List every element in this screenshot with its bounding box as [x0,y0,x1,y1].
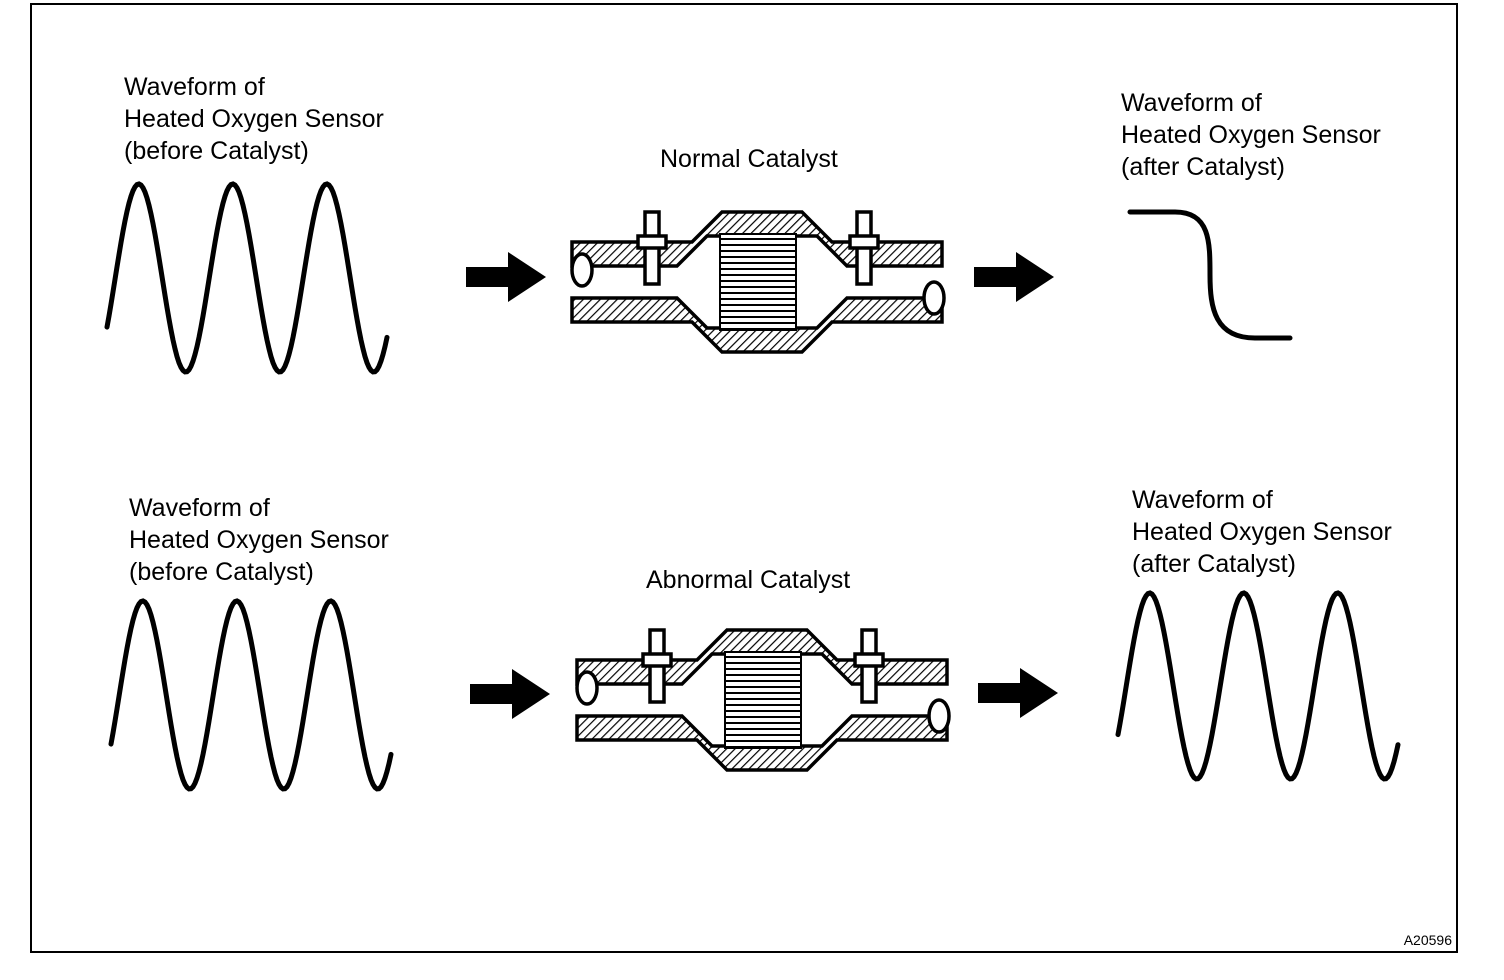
row1-after-waveform [1127,209,1293,341]
row1-catalyst-icon [570,210,946,354]
row2-after-label-line2: Heated Oxygen Sensor [1132,518,1392,546]
row1-arrow-in-icon [466,252,546,302]
row2-arrow-out-icon [978,668,1058,718]
row2-catalyst-icon [575,628,951,772]
row2-after-label-line1: Waveform of [1132,486,1273,514]
row2-catalyst-label: Abnormal Catalyst [646,566,851,594]
row2-before-label: Waveform of Heated Oxygen Sensor (before… [129,492,389,588]
row1-after-label: Waveform of Heated Oxygen Sensor (after … [1121,87,1381,183]
row2-before-label-line1: Waveform of [129,494,270,522]
row1-catalyst-label: Normal Catalyst [660,145,838,173]
row2-before-label-line2: Heated Oxygen Sensor [129,526,389,554]
row2-arrow-in-icon [470,669,550,719]
figure-id: A20596 [1403,932,1452,948]
row2-before-label-line3: (before Catalyst) [129,558,314,586]
row1-after-label-line2: Heated Oxygen Sensor [1121,121,1381,149]
row1-before-label-line2: Heated Oxygen Sensor [124,105,384,133]
row1-arrow-out-icon [974,252,1054,302]
row1-after-label-line1: Waveform of [1121,89,1262,117]
row2-after-waveform [1115,590,1401,782]
row2-after-label: Waveform of Heated Oxygen Sensor (after … [1132,484,1392,580]
row2-after-label-line3: (after Catalyst) [1132,550,1296,578]
row1-before-label-line3: (before Catalyst) [124,137,309,165]
row1-after-label-line3: (after Catalyst) [1121,153,1285,181]
row1-before-label-line1: Waveform of [124,73,265,101]
row1-before-waveform [104,181,390,375]
row1-before-label: Waveform of Heated Oxygen Sensor (before… [124,71,384,167]
diagram-frame [30,3,1458,953]
row2-before-waveform [108,598,394,792]
